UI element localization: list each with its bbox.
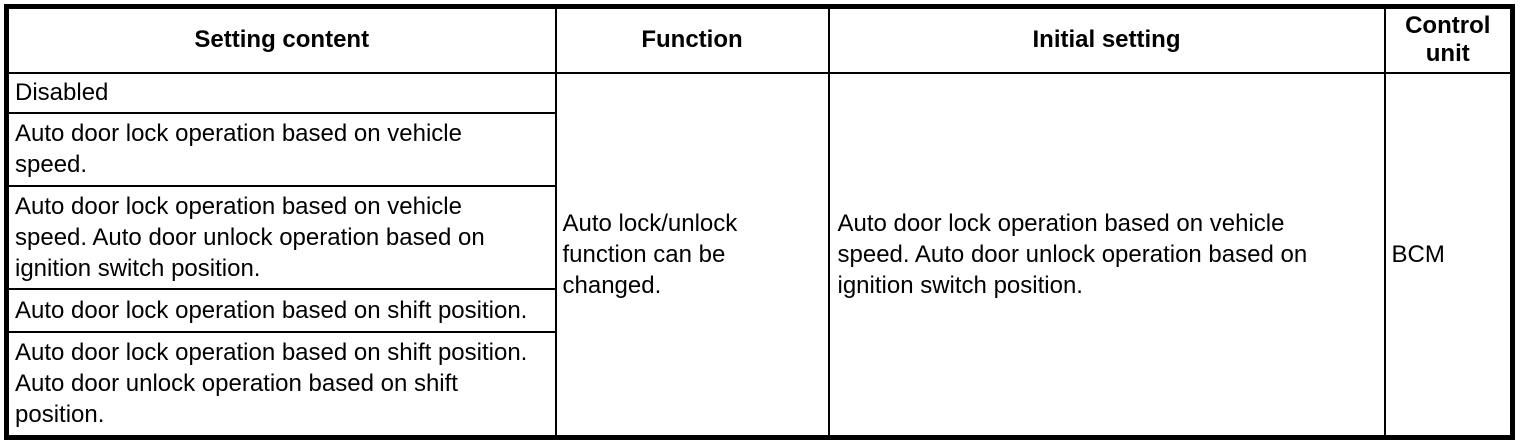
header-row: Setting content Function Initial setting… [5, 5, 1514, 74]
table-row: Disabled Auto lock/unlock function can b… [5, 71, 1514, 439]
initial-setting-cell: Auto door lock operation based on vehicl… [827, 71, 1386, 439]
table-row: Auto door lock operation based on shift … [5, 330, 1513, 439]
header-function: Function [554, 5, 830, 74]
header-initial-setting: Initial setting [827, 5, 1386, 74]
setting-cell-disabled: Disabled [5, 71, 557, 114]
setting-cell-vehicle-speed-ignition: Auto door lock operation based on vehicl… [5, 184, 557, 290]
table-row: Auto door lock operation based on vehicl… [5, 184, 1513, 290]
header-control-unit: Control unit [1383, 5, 1514, 74]
function-cell: Auto lock/unlock function can be changed… [554, 71, 830, 439]
setting-cell-vehicle-speed: Auto door lock operation based on vehicl… [5, 111, 557, 187]
settings-table: Setting content Function Initial setting… [4, 4, 1515, 440]
table-row: Auto door lock operation based on shift … [5, 287, 1513, 333]
header-setting-content: Setting content [5, 5, 557, 74]
setting-cell-shift-position: Auto door lock operation based on shift … [5, 287, 557, 333]
table-row: Auto door lock operation based on vehicl… [5, 111, 1513, 187]
control-unit-cell: BCM [1383, 71, 1514, 439]
setting-cell-shift-position-unlock: Auto door lock operation based on shift … [5, 330, 557, 439]
